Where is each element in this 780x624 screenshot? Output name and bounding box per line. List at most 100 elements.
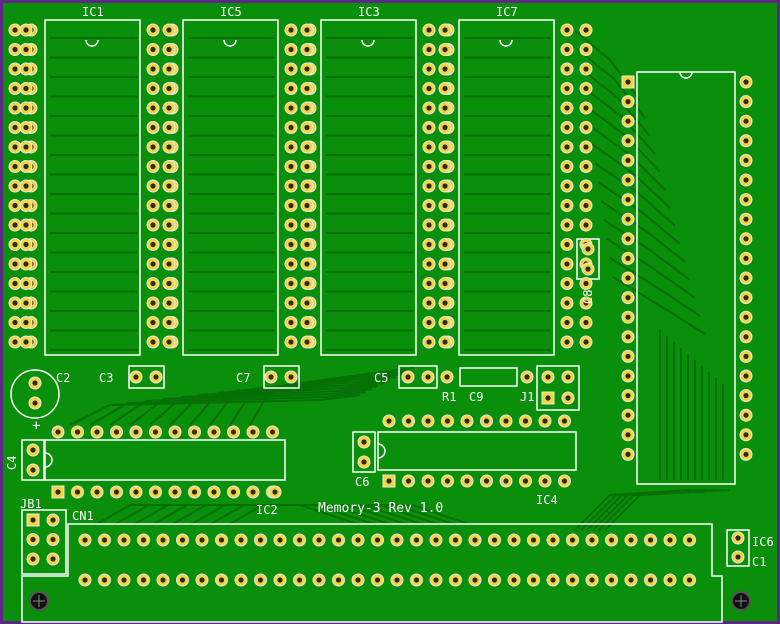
cn1-pad xyxy=(449,573,462,587)
c6-outline xyxy=(352,431,376,473)
c4-pad xyxy=(26,463,40,477)
ic2-pad xyxy=(129,425,143,439)
ic-pad xyxy=(438,62,452,76)
j1-outline xyxy=(536,365,580,411)
ic-pad xyxy=(422,199,436,212)
cn1-pad xyxy=(585,573,599,587)
ic6-pad xyxy=(739,369,753,383)
ic4-pad xyxy=(480,414,493,428)
ic-pad xyxy=(560,160,574,173)
trace xyxy=(603,219,691,281)
ic-pad xyxy=(162,62,176,76)
ic-pad xyxy=(146,101,160,115)
ic6-pad xyxy=(621,428,635,442)
ic6-pad xyxy=(739,408,753,422)
cn1-pad xyxy=(176,533,189,547)
ic1-notch xyxy=(85,39,99,47)
cn1-pad xyxy=(663,573,677,587)
ic6-pad xyxy=(621,369,635,383)
cn1-pad xyxy=(195,573,209,587)
mounting-hole-right-cross xyxy=(735,595,747,607)
ic-pad xyxy=(162,296,176,310)
r1-pad xyxy=(440,370,454,384)
c8-pad xyxy=(581,242,595,256)
ic-pad xyxy=(422,43,436,56)
label-c9: C9 xyxy=(469,390,483,404)
ic-pad xyxy=(422,179,436,193)
ic-pad xyxy=(422,335,436,349)
cn1-pad xyxy=(254,533,267,547)
label-plus: + xyxy=(32,418,40,434)
ic-pad xyxy=(300,23,314,37)
ic4-pad xyxy=(402,414,415,428)
ic-pad xyxy=(579,160,593,173)
label-j1: J1 xyxy=(520,390,534,404)
ic2-pad xyxy=(51,425,65,439)
label-c1: C1 xyxy=(752,555,766,569)
label-ic6: IC6 xyxy=(752,535,774,549)
ic-pad xyxy=(438,199,452,212)
cn1-pad xyxy=(273,573,287,587)
ic-pad xyxy=(300,179,314,193)
jb1-outline xyxy=(21,509,67,575)
c9-outline xyxy=(459,367,518,387)
ic-pad xyxy=(422,140,436,154)
ic2-pad xyxy=(168,485,182,499)
cn1-pad xyxy=(585,533,599,547)
cn1-pad xyxy=(156,573,170,587)
ic-pad xyxy=(284,296,298,310)
ic-pad xyxy=(560,257,574,271)
ic-pad xyxy=(19,257,33,271)
ic-pad xyxy=(19,335,33,349)
cn1-pad xyxy=(254,573,267,587)
ic-pad xyxy=(438,277,452,290)
ic-pad xyxy=(162,82,176,95)
ic6-pad xyxy=(739,193,753,207)
cn1-pad xyxy=(566,573,579,587)
ic6-outline xyxy=(636,71,736,485)
ic-pad xyxy=(284,23,298,37)
ic4-pad xyxy=(382,414,396,428)
cn1-pad xyxy=(488,573,501,587)
edge-pad xyxy=(8,296,22,310)
cn1-pad xyxy=(312,573,326,587)
ic6-pad xyxy=(739,114,753,128)
ic-pad xyxy=(146,43,160,56)
label-ic7: IC7 xyxy=(496,5,518,19)
cn1-pad xyxy=(293,573,306,587)
ic-pad xyxy=(19,238,33,251)
ic4-pad xyxy=(538,414,552,428)
ic6-pad xyxy=(621,114,635,128)
ic6-pad xyxy=(621,251,635,265)
ic-pad xyxy=(560,218,574,232)
ic-pad xyxy=(422,238,436,251)
ic4-pad xyxy=(519,474,532,488)
ic-pad xyxy=(146,335,160,349)
edge-pad xyxy=(8,257,22,271)
edge-pad xyxy=(8,82,22,95)
ic6-pad xyxy=(739,291,753,305)
cn1-pad xyxy=(273,533,287,547)
ic-pad xyxy=(300,218,314,232)
ic-pad xyxy=(146,257,160,271)
ic-pad xyxy=(579,335,593,349)
silkscreen-text: IC1 IC5 IC3 IC7 C2 + C3 C7 C5 R1 C9 J1 C… xyxy=(5,5,774,569)
ic6-pad xyxy=(621,330,635,344)
ic2-pad xyxy=(90,425,104,439)
ic-pad xyxy=(579,179,593,193)
ic-pad xyxy=(579,316,593,329)
ic-pad xyxy=(422,316,436,329)
ic-pad xyxy=(162,277,176,290)
ic-pad xyxy=(560,296,574,310)
ic-pad xyxy=(560,23,574,37)
ic-pad xyxy=(560,199,574,212)
trace xyxy=(609,257,701,317)
ic6-pad xyxy=(621,153,635,167)
cn1-pad xyxy=(215,573,228,587)
ic2-pad xyxy=(51,485,65,499)
ic-pad xyxy=(422,23,436,37)
ic-pad xyxy=(284,101,298,115)
ic3-outline xyxy=(320,19,417,356)
trace xyxy=(69,394,361,426)
cn1-pad xyxy=(449,533,462,547)
